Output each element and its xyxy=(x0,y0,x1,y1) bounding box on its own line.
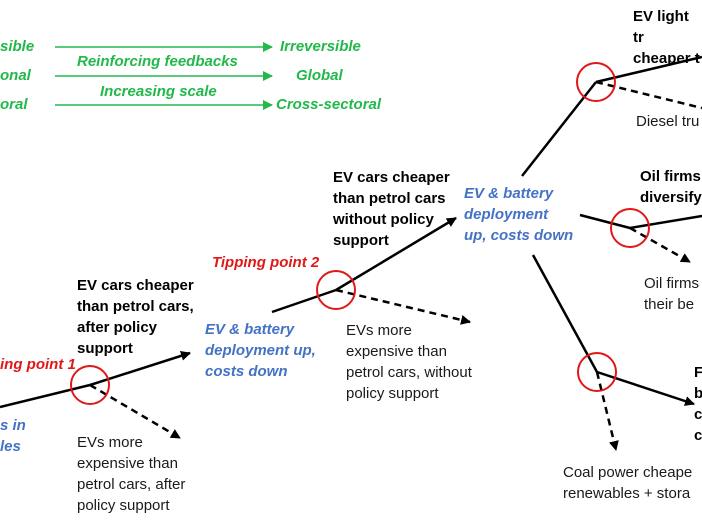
right-term-3: Cross-sectoral xyxy=(276,96,382,113)
arrow-tp1-solid xyxy=(89,350,191,387)
arrow-bottom-solid xyxy=(596,370,695,406)
label-cutoff-bottom-right: F b c c xyxy=(694,364,702,444)
arrow-into-tp1 xyxy=(0,383,91,409)
label-diesel-trucks: Diesel tru xyxy=(636,113,700,130)
label-ev-cheaper-without-policy: EV cars cheaper than petrol cars without… xyxy=(333,169,450,249)
arrow-label-scale: Increasing scale xyxy=(100,83,217,100)
tipping-circle-2 xyxy=(316,270,356,310)
blue-label-deployment-2: EV & battery deployment up, costs down xyxy=(464,185,574,244)
label-oil-firms-diversify: Oil firms diversify xyxy=(640,168,702,206)
label-coal-power: Coal power cheape renewables + stora xyxy=(563,464,693,502)
arrow-tp2-solid xyxy=(335,216,457,292)
right-term-2: Global xyxy=(296,67,343,84)
right-term-1: Irreversible xyxy=(280,38,361,55)
left-term-1: sible xyxy=(0,38,35,55)
arrow-hub-to-top xyxy=(521,81,597,177)
arrow-into-tp2 xyxy=(271,288,337,314)
arrow-tp1-dashed xyxy=(89,383,181,440)
left-term-3: oral xyxy=(0,96,28,113)
tipping-circle-5 xyxy=(577,352,617,392)
label-ev-light-trucks: EV light tr cheaper t xyxy=(633,8,700,67)
tipping-point-1-label: ing point 1 xyxy=(0,356,76,373)
arrow-bottom-dashed xyxy=(595,371,619,451)
tipping-point-2-label: Tipping point 2 xyxy=(212,254,320,271)
blue-label-deployment-1: EV & battery deployment up, costs down xyxy=(205,321,316,380)
arrow-middle-solid xyxy=(629,214,702,230)
tipping-circle-4 xyxy=(610,208,650,248)
label-evs-expensive-without-policy: EVs more expensive than petrol cars, wit… xyxy=(346,322,472,402)
tipping-circle-1 xyxy=(70,365,110,405)
arrow-hub-to-bottom xyxy=(531,254,599,373)
arrow-hub-to-middle xyxy=(579,213,631,230)
arrow-tp2-dashed xyxy=(335,288,471,325)
arrow-top-dashed xyxy=(595,80,702,110)
label-oil-firms-their: Oil firms their be xyxy=(644,275,699,313)
blue-label-cutoff-left: s in les xyxy=(0,417,26,455)
tipping-circle-3 xyxy=(576,62,616,102)
label-ev-cheaper-after-policy: EV cars cheaper than petrol cars, after … xyxy=(77,277,194,357)
left-term-2: onal xyxy=(0,67,31,84)
label-evs-expensive-after-policy: EVs more expensive than petrol cars, aft… xyxy=(77,434,186,514)
arrow-label-reinforcing: Reinforcing feedbacks xyxy=(77,53,238,70)
